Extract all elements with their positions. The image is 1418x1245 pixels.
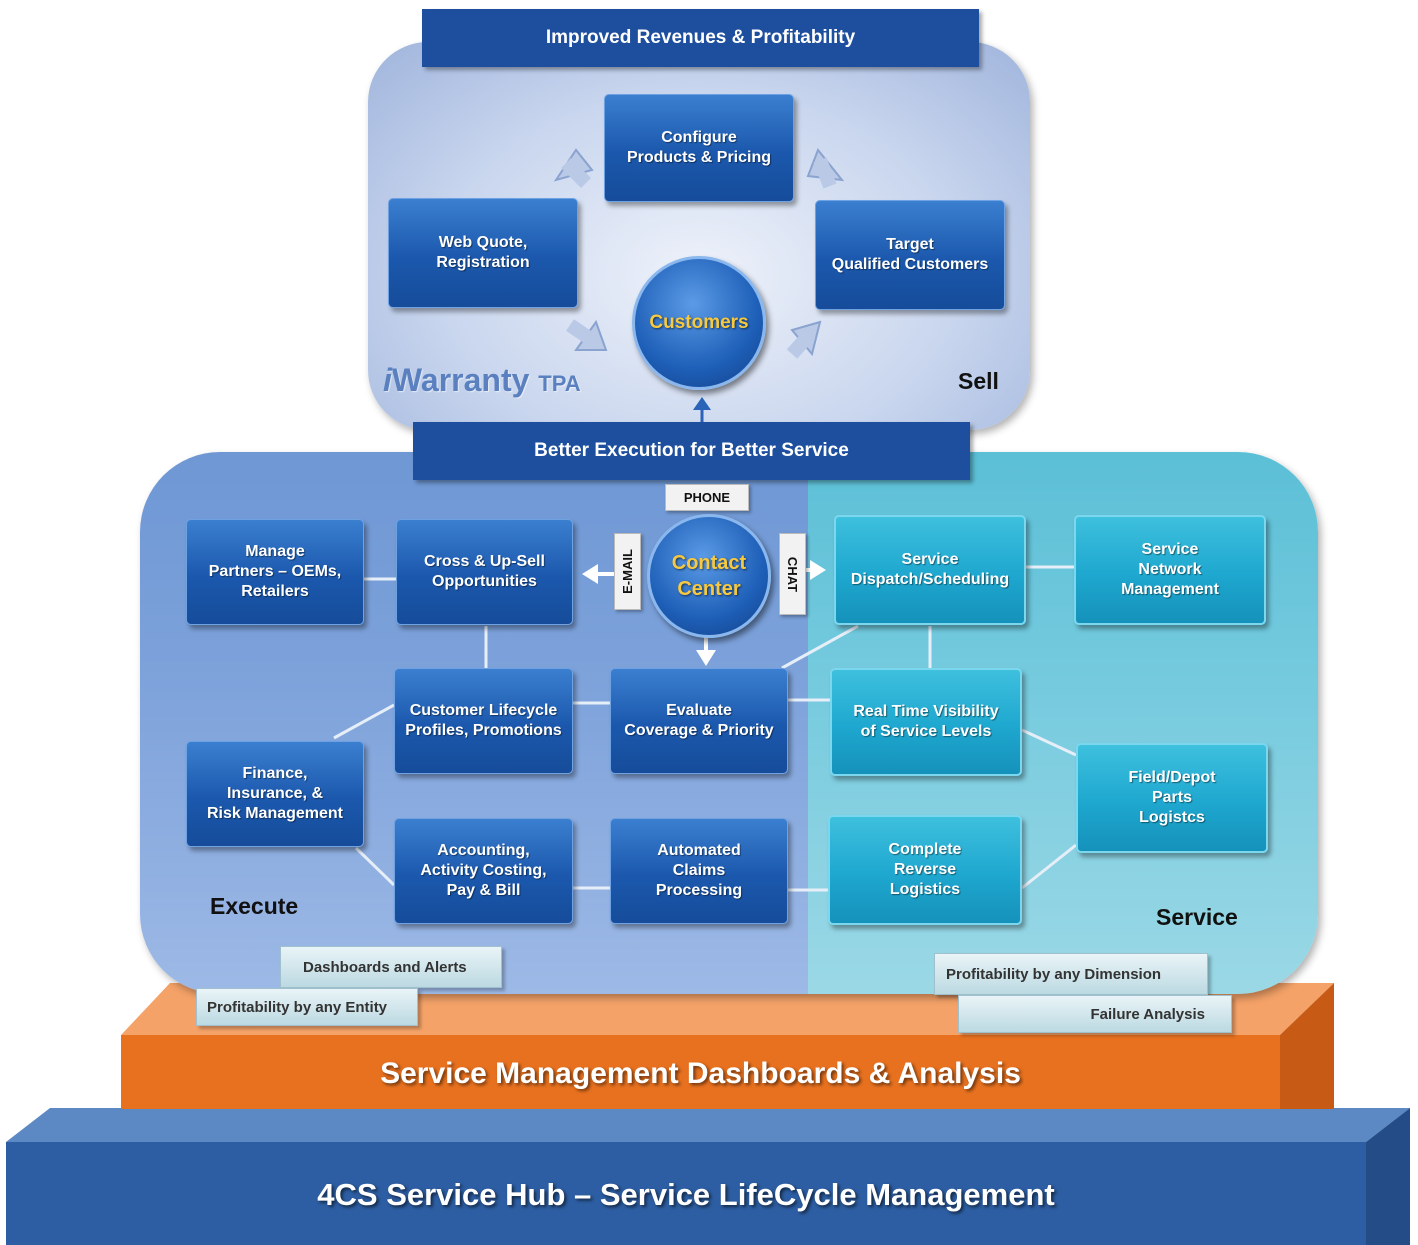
failure-analysis-tag: Failure Analysis [958, 995, 1232, 1033]
cross-sell-box: Cross & Up-Sell Opportunities [396, 519, 573, 625]
service-label: Service [1156, 904, 1238, 930]
sell-label: Sell [958, 368, 999, 394]
iwarranty-tpa: TPA [538, 371, 581, 396]
iwarranty-i: i [383, 362, 392, 398]
iwarranty-logo: iWarranty TPA [383, 362, 581, 399]
execute-label: Execute [210, 893, 299, 919]
phone-tab: PHONE [665, 484, 749, 511]
middle-banner: Better Execution for Better Service [413, 422, 970, 480]
chat-label: CHAT [785, 556, 801, 592]
finance-insurance-box: Finance, Insurance, & Risk Management [186, 741, 364, 847]
accounting-box: Accounting, Activity Costing, Pay & Bill [394, 818, 573, 924]
email-tab: E-MAIL [614, 533, 641, 610]
iwarranty-name: Warranty [391, 362, 530, 398]
service-network-box: Service Network Management [1074, 515, 1266, 625]
manage-partners-box: Manage Partners – OEMs, Retailers [186, 519, 364, 625]
target-customers-box: Target Qualified Customers [815, 200, 1005, 310]
hub-title: 4CS Service Hub – Service LifeCycle Mana… [317, 1177, 1055, 1212]
web-quote-box: Web Quote, Registration [388, 198, 578, 308]
chat-tab: CHAT [779, 533, 806, 615]
customer-lifecycle-box: Customer Lifecycle Profiles, Promotions [394, 668, 573, 774]
automated-claims-box: Automated Claims Processing [610, 818, 788, 924]
evaluate-coverage-box: Evaluate Coverage & Priority [610, 668, 788, 774]
dashboards-alerts-tag: Dashboards and Alerts [280, 946, 502, 988]
field-depot-box: Field/Depot Parts Logistcs [1076, 743, 1268, 853]
contact-center-circle: Contact Center [647, 514, 771, 638]
reverse-logistics-box: Complete Reverse Logistics [828, 815, 1022, 925]
service-dispatch-box: Service Dispatch/Scheduling [834, 515, 1026, 625]
real-time-visibility-box: Real Time Visibility of Service Levels [830, 668, 1022, 776]
customers-circle: Customers [632, 256, 766, 390]
profitability-entity-tag: Profitability by any Entity [196, 988, 418, 1026]
top-banner: Improved Revenues & Profitability [422, 9, 979, 67]
profitability-dimension-tag: Profitability by any Dimension [934, 953, 1208, 995]
hub-platform [6, 1108, 1410, 1245]
email-label: E-MAIL [620, 549, 635, 594]
configure-products-box: Configure Products & Pricing [604, 94, 794, 202]
dashboards-title: Service Management Dashboards & Analysis [380, 1057, 1021, 1090]
